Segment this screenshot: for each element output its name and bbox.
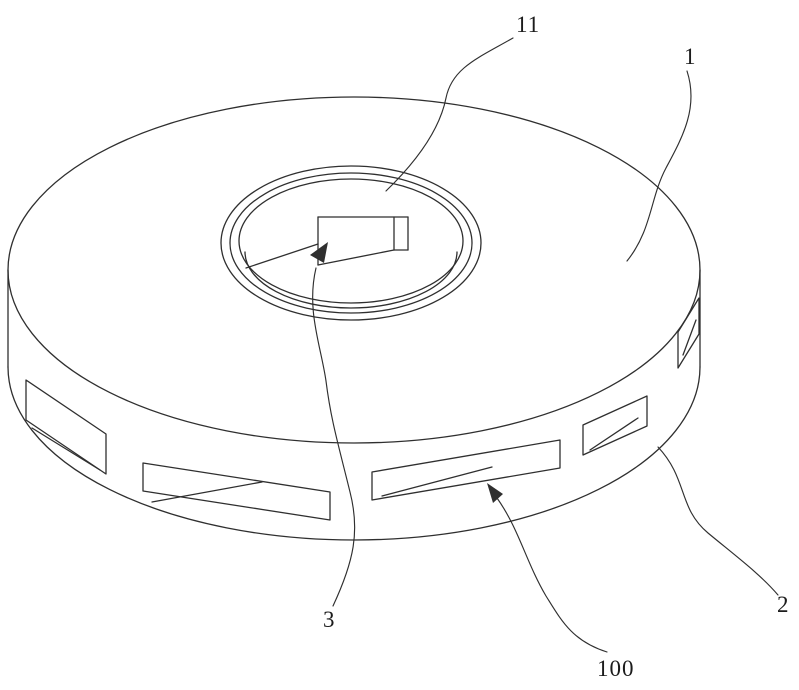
rim-slot-2 [142, 462, 331, 521]
leader-line-2 [657, 446, 779, 596]
rim-slot-1-vane-line [31, 427, 101, 471]
arrowhead-group [310, 242, 503, 503]
leader-100-arrowhead-icon [487, 483, 503, 503]
leader-line-group [312, 37, 779, 653]
rim-slot-5-vane-line [682, 319, 697, 356]
ref-label-100: 100 [597, 656, 635, 681]
leader-3-arrowhead-icon [310, 242, 328, 263]
hub-bore-floor-arc [244, 251, 458, 309]
rim-slot-3-vane-line [381, 466, 493, 497]
disc-top-face-edge [7, 96, 701, 444]
rim-slot-5 [677, 297, 700, 369]
hub-bore-edge [238, 178, 464, 304]
rim-slot-3 [371, 439, 561, 501]
rim-slot-4-vane-line [589, 417, 639, 451]
hub-ring-inner-edge [229, 172, 473, 314]
leader-line-1 [626, 70, 692, 262]
hub-outer-edge [220, 165, 482, 321]
ref-label-3: 3 [323, 607, 336, 632]
leader-line-100 [496, 497, 608, 653]
rim-slot-4 [582, 395, 648, 456]
rim-slot-group [25, 297, 700, 521]
ref-label-1: 1 [684, 44, 697, 69]
ref-label-2: 2 [777, 592, 790, 617]
leader-line-3 [312, 267, 356, 607]
ref-label-11: 11 [516, 12, 541, 37]
leader-line-11 [385, 37, 514, 192]
rim-slot-2-vane-line [151, 481, 263, 503]
disc-outline-group [7, 96, 701, 541]
bore-floor-chord-line [245, 243, 319, 269]
hub-group [220, 165, 482, 321]
rim-slot-1 [25, 379, 107, 475]
bore-key-floor-line [317, 249, 395, 266]
